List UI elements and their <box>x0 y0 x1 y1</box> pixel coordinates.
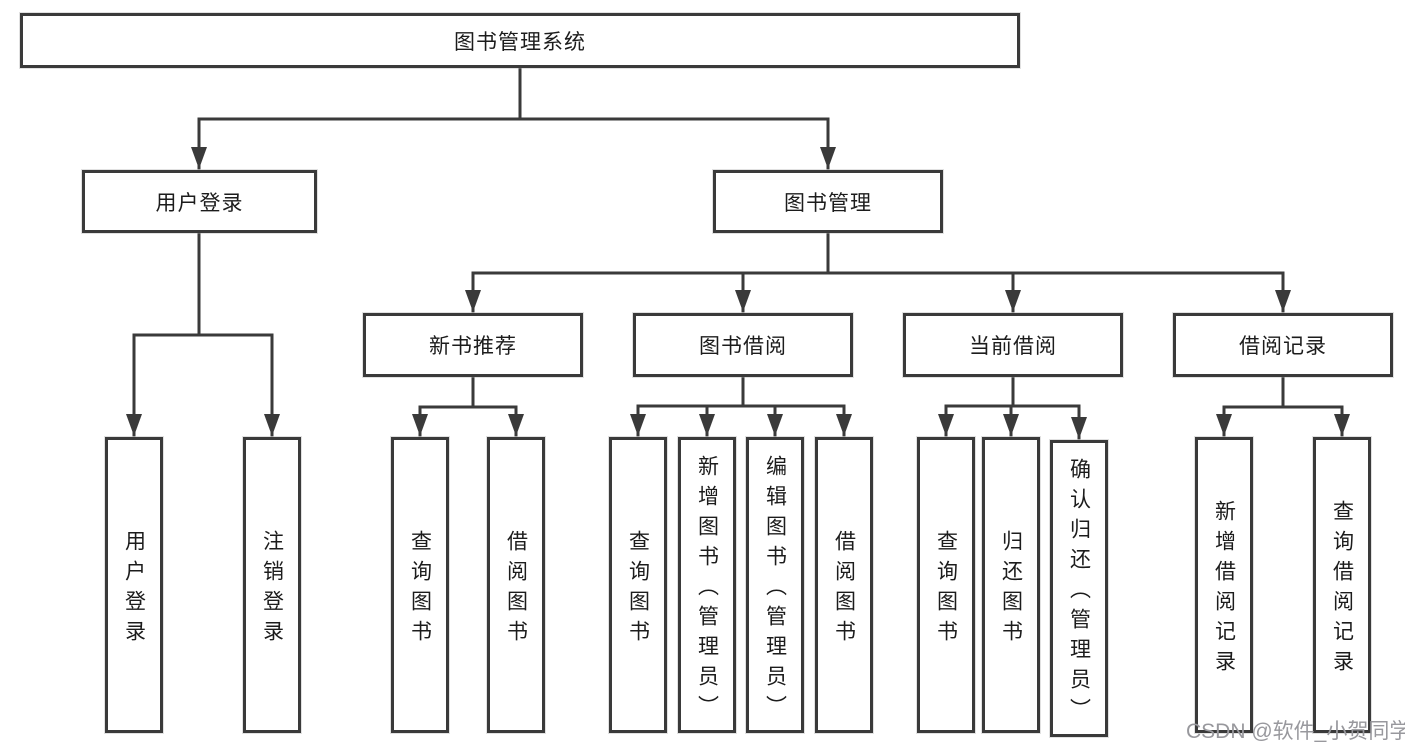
node-label: 查询借阅记录 <box>1330 499 1354 680</box>
leaf-records-search-record: 查询借阅记录 <box>1313 437 1371 733</box>
node-label: 用户登录 <box>155 191 244 215</box>
node-label: 借阅记录 <box>1239 335 1327 358</box>
node-label: 图书管理 <box>784 191 872 215</box>
node-label: 归还图书 <box>999 529 1023 650</box>
leaf-current-return-book: 归还图书 <box>982 437 1040 733</box>
node-new-book-recommendation: 新书推荐 <box>363 313 583 377</box>
leaf-borrowing-add-book-admin: 新增图书（管理员） <box>678 437 736 733</box>
node-borrowing-records: 借阅记录 <box>1173 313 1393 377</box>
leaf-recommend-search-book: 查询图书 <box>391 437 449 733</box>
leaf-recommend-borrow-book: 借阅图书 <box>487 437 545 733</box>
leaf-user-login: 用户登录 <box>105 437 163 733</box>
node-book-borrowing: 图书借阅 <box>633 313 853 377</box>
leaf-borrowing-search-book: 查询图书 <box>609 437 667 733</box>
node-label: 图书借阅 <box>699 335 787 358</box>
node-book-management: 图书管理 <box>713 170 943 233</box>
node-label: 新书推荐 <box>429 335 517 358</box>
node-label: 新增图书（管理员） <box>695 454 719 725</box>
node-label: 用户登录 <box>122 529 146 650</box>
node-label: 查询图书 <box>626 529 650 650</box>
node-label: 图书管理系统 <box>454 30 586 54</box>
node-current-borrowing: 当前借阅 <box>903 313 1123 377</box>
watermark: CSDN @软件_小贺同学 <box>1186 720 1405 743</box>
leaf-current-confirm-return-admin: 确认归还（管理员） <box>1050 440 1108 737</box>
node-label: 查询图书 <box>934 529 958 650</box>
node-label: 新增借阅记录 <box>1212 499 1236 680</box>
leaf-borrowing-borrow-book: 借阅图书 <box>815 437 873 733</box>
node-label: 借阅图书 <box>504 529 528 650</box>
leaf-records-add-record: 新增借阅记录 <box>1195 437 1253 733</box>
node-user-login: 用户登录 <box>82 170 317 233</box>
leaf-borrowing-edit-book-admin: 编辑图书（管理员） <box>746 437 804 733</box>
node-label: 注销登录 <box>260 529 284 650</box>
node-label: 借阅图书 <box>832 529 856 650</box>
node-library-management-system: 图书管理系统 <box>20 13 1020 68</box>
node-label: 确认归还（管理员） <box>1067 458 1091 728</box>
node-label: 当前借阅 <box>969 335 1057 358</box>
leaf-logout: 注销登录 <box>243 437 301 733</box>
node-label: 查询图书 <box>408 529 432 650</box>
leaf-current-search-book: 查询图书 <box>917 437 975 733</box>
node-label: 编辑图书（管理员） <box>763 454 787 725</box>
